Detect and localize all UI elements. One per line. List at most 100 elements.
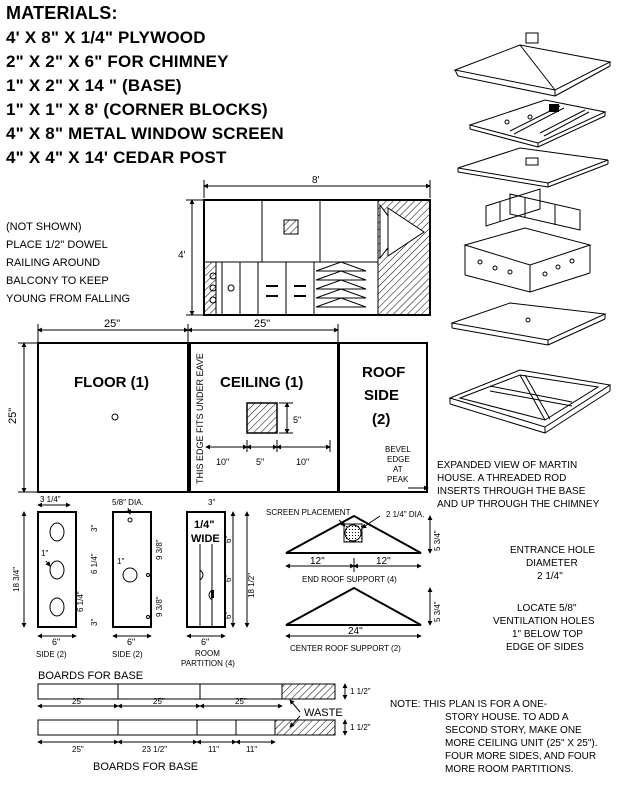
end-roof-support: SCREEN PLACEMENT 2 1/4" DIA. 12" 12" 5 3… xyxy=(266,508,442,584)
boards-title: BOARDS FOR BASE xyxy=(38,670,143,682)
note-line: EDGE OF SIDES xyxy=(506,642,584,653)
side-panel-front: 3 1/4" 18 3/4" 1" 3" 6 1/4" 6 1/4" 3" 6"… xyxy=(12,495,99,659)
panel-dimensions: 25" 25" 25" xyxy=(7,318,339,493)
partition-label: PARTITION (4) xyxy=(181,659,235,668)
dim-height: 1 1/2" xyxy=(350,687,371,696)
dim-board: 25" xyxy=(153,697,165,706)
bevel-line: AT xyxy=(393,465,403,474)
dim-h2: 6" xyxy=(224,575,233,582)
boards-title: BOARDS FOR BASE xyxy=(93,761,198,773)
expanded-view-note: EXPANDED VIEW OF MARTIN HOUSE. A THREADE… xyxy=(437,460,600,510)
waste-label: WASTE xyxy=(304,707,343,719)
floor-panel: FLOOR (1) xyxy=(37,342,189,493)
bevel-line: PEAK xyxy=(387,475,409,484)
dim-width: 24" xyxy=(348,626,363,637)
plywood-sheet-layout: 8' 4' xyxy=(178,175,431,316)
roof-label: ROOF xyxy=(362,364,405,381)
note-line: LOCATE 5/8" xyxy=(517,603,577,614)
dim-mid2: 6 1/4" xyxy=(76,591,85,612)
dim-board: 11" xyxy=(208,745,219,754)
dim-height: 1 1/2" xyxy=(350,723,371,732)
note-line: FOUR MORE SIDES, AND FOUR xyxy=(445,751,596,762)
dim-25-floor: 25" xyxy=(104,318,120,330)
sheet-height-label: 4' xyxy=(178,250,186,261)
bevel-line: BEVEL xyxy=(385,445,411,454)
note-line: EXPANDED VIEW OF MARTIN xyxy=(437,460,577,471)
material-item: 4" X 4" X 14' CEDAR POST xyxy=(6,148,227,167)
dowel-note: (NOT SHOWN) PLACE 1/2" DOWEL RAILING ARO… xyxy=(6,221,130,305)
room-partition: 3" 1/4" WIDE 6" 6" 6" 18 1/2" 6" ROOM PA… xyxy=(181,498,256,668)
wide-label: WIDE xyxy=(191,533,220,545)
dim-h1: 9 3/8" xyxy=(155,539,164,560)
center-roof-label: CENTER ROOF SUPPORT (2) xyxy=(290,644,401,653)
partition-label: ROOM xyxy=(195,649,220,658)
note-line: (NOT SHOWN) xyxy=(6,221,82,233)
materials-heading: MATERIALS: xyxy=(6,3,118,23)
dim-top: 3" xyxy=(208,498,215,507)
count-label: (2) xyxy=(372,411,390,428)
dim-board: 25" xyxy=(235,697,247,706)
material-item: 1" X 1" X 8' (CORNER BLOCKS) xyxy=(6,100,268,119)
bevel-line: EDGE xyxy=(387,455,410,464)
wide-label: 1/4" xyxy=(194,519,215,531)
ceiling-panel: THIS EDGE FITS UNDER EAVE CEILING (1) 5"… xyxy=(189,342,339,493)
dim-height: 5 3/4" xyxy=(433,530,442,551)
dia-label: 2 1/4" DIA. xyxy=(386,510,424,519)
dim-10-right: 10" xyxy=(296,457,309,467)
boards-for-base: BOARDS FOR BASE 1 1/2" 25" 25" 25" WASTE… xyxy=(37,670,371,773)
note-line: 1" BELOW TOP xyxy=(512,629,583,640)
side-label: SIDE (2) xyxy=(36,650,67,659)
dim-hole: 1" xyxy=(117,557,124,566)
plan-note: NOTE: THIS PLAN IS FOR A ONE- STORY HOUS… xyxy=(390,699,598,775)
vent-note: LOCATE 5/8" VENTILATION HOLES 1" BELOW T… xyxy=(493,603,595,653)
end-roof-label: END ROOF SUPPORT (4) xyxy=(302,575,397,584)
dim-total: 18 1/2" xyxy=(247,573,256,598)
dim-12-right: 12" xyxy=(376,556,391,567)
ceiling-label: CEILING (1) xyxy=(220,374,303,391)
side-label: SIDE xyxy=(364,387,399,404)
dim-5-vertical: 5" xyxy=(293,415,301,425)
dim-h1: 6" xyxy=(224,536,233,543)
expanded-view xyxy=(448,32,612,434)
dim-5-horizontal: 5" xyxy=(256,457,264,467)
note-line: BALCONY TO KEEP xyxy=(6,275,109,287)
dim-d3: 3" xyxy=(90,619,99,626)
screen-label: SCREEN PLACEMENT xyxy=(266,508,351,517)
dim-10-left: 10" xyxy=(216,457,229,467)
note-line: MORE ROOM PARTITIONS. xyxy=(445,764,574,775)
center-roof-support: 24" 5 3/4" CENTER ROOF SUPPORT (2) xyxy=(285,586,442,653)
dim-12-left: 12" xyxy=(310,556,325,567)
material-item: 2" X 2" X 6" FOR CHIMNEY xyxy=(6,52,229,71)
dim-d1: 3" xyxy=(90,525,99,532)
dim-board: 25" xyxy=(72,745,84,754)
dim-height: 5 3/4" xyxy=(433,601,442,622)
dim-mid1: 6 1/4" xyxy=(90,553,99,574)
sheet-width-label: 8' xyxy=(312,175,320,186)
eave-note: THIS EDGE FITS UNDER EAVE xyxy=(195,353,205,484)
dim-vent-dia: 5/8" DIA. xyxy=(112,498,144,507)
note-line: DIAMETER xyxy=(526,558,578,569)
dim-board: 11" xyxy=(246,745,257,754)
note-line: YOUNG FROM FALLING xyxy=(6,293,130,305)
note-line: 2 1/4" xyxy=(537,571,563,582)
dim-board: 25" xyxy=(72,697,84,706)
material-item: 4' X 8" X 1/4" PLYWOOD xyxy=(6,28,206,47)
note-line: HOUSE. A THREADED ROD xyxy=(437,473,566,484)
entrance-note: ENTRANCE HOLE DIAMETER 2 1/4" xyxy=(510,545,595,582)
dim-width: 6" xyxy=(127,637,135,647)
note-line: STORY HOUSE. TO ADD A xyxy=(445,712,569,723)
dim-height: 18 3/4" xyxy=(12,567,21,592)
note-line: PLACE 1/2" DOWEL xyxy=(6,239,108,251)
note-line: VENTILATION HOLES xyxy=(493,616,595,627)
note-line: MORE CEILING UNIT (25" X 25"). xyxy=(445,738,598,749)
note-line: INSERTS THROUGH THE BASE xyxy=(437,486,586,497)
note-line: SECOND STORY, MAKE ONE xyxy=(445,725,582,736)
floor-label: FLOOR (1) xyxy=(74,374,149,391)
dim-h3: 6" xyxy=(224,612,233,619)
dim-width: 6" xyxy=(52,637,60,647)
material-item: 1" X 2" X 14 " (BASE) xyxy=(6,76,182,95)
side-label: SIDE (2) xyxy=(112,650,143,659)
dim-25-ceiling: 25" xyxy=(254,318,270,330)
roof-side-panel: ROOF SIDE (2) BEVEL EDGE AT PEAK xyxy=(338,342,429,493)
